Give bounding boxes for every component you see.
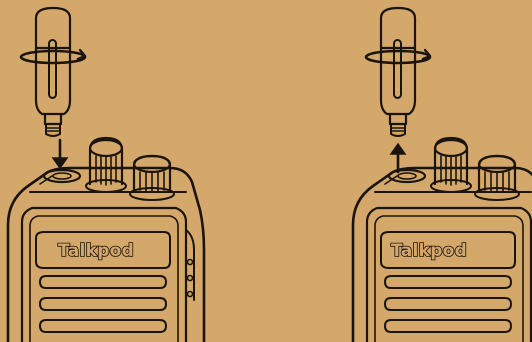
antenna-icon xyxy=(366,8,430,136)
radio-icon xyxy=(353,138,532,342)
brand-label: Talkpod xyxy=(58,241,134,261)
radio-icon xyxy=(8,138,204,342)
antenna-icon xyxy=(21,8,85,136)
panel-attach: Talkpod xyxy=(8,8,204,342)
panel-detach: Talkpod xyxy=(353,8,532,342)
arrow-down-icon xyxy=(53,140,67,168)
brand-label: Talkpod xyxy=(391,241,467,261)
